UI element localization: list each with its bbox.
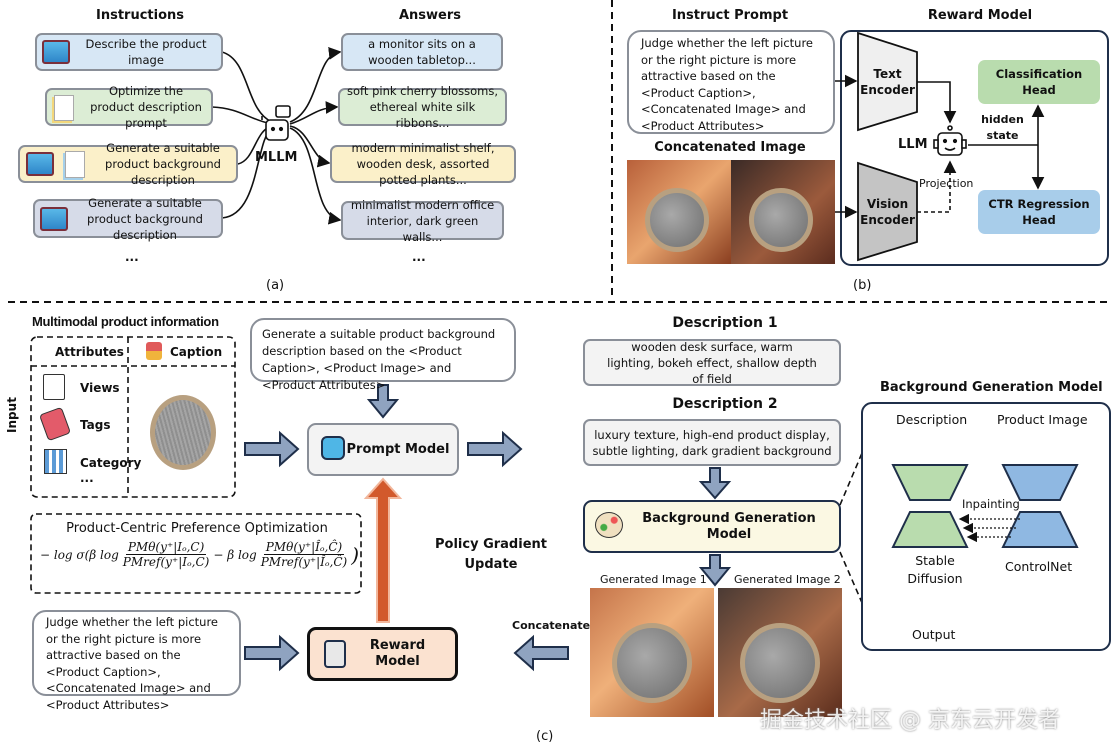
concatenate-label: Concatenate bbox=[512, 619, 591, 632]
instruction-item: Generate a suitable product background d… bbox=[18, 141, 238, 187]
reward-model-title: Reward Model bbox=[927, 8, 1033, 23]
answer-item: minimalist modern office interior, dark … bbox=[341, 198, 504, 244]
robot-icon bbox=[321, 436, 345, 460]
policy-update-label: Policy Gradient Update bbox=[435, 537, 547, 572]
reward-model-frame bbox=[840, 30, 1109, 266]
magnifier-document-icon bbox=[43, 374, 65, 400]
vision-encoder-shape bbox=[857, 161, 918, 262]
generated-image-1 bbox=[590, 588, 714, 717]
palette-icon bbox=[595, 512, 623, 538]
multimodal-title: Multimodal product information bbox=[32, 314, 219, 329]
concatenated-image-title: Concatenated Image bbox=[654, 140, 806, 155]
bgm-detail-title: Background Generation Model bbox=[880, 380, 1103, 395]
text-encoder-shape bbox=[857, 31, 918, 132]
llm-label: LLM bbox=[898, 137, 928, 152]
prompt-model-box: Prompt Model bbox=[307, 423, 459, 476]
generated-image-2 bbox=[718, 588, 842, 717]
answers-title: Answers bbox=[398, 8, 462, 23]
description-1-title: Description 1 bbox=[672, 315, 778, 331]
instructions-ellipsis: ... bbox=[125, 250, 139, 264]
attribute-tags: Tags bbox=[80, 418, 111, 432]
grid-icon bbox=[44, 449, 67, 474]
caption-icon bbox=[146, 342, 162, 360]
ctr-regression-head: CTR Regression Head bbox=[978, 190, 1100, 234]
document-icon bbox=[65, 151, 85, 178]
description-1-box: wooden desk surface, warm lighting, boke… bbox=[583, 339, 841, 386]
mllm-label: MLLM bbox=[255, 150, 298, 165]
image-icon bbox=[26, 152, 54, 176]
inpainting-label: Inpainting bbox=[962, 497, 1020, 511]
attribute-category: Category bbox=[80, 456, 142, 470]
caption-a: (a) bbox=[266, 278, 285, 293]
description-2-box: luxury texture, high-end product display… bbox=[583, 419, 841, 466]
bgm-detail-frame bbox=[861, 402, 1111, 651]
llm-robot-icon bbox=[933, 125, 967, 156]
watermark: 掘金技术社区 @ 京东云开发者 bbox=[760, 708, 1060, 733]
controlnet-label: ControlNet bbox=[1005, 559, 1073, 574]
answer-item: soft pink cherry blossoms, ethereal whit… bbox=[338, 84, 507, 130]
attributes-header: Attributes bbox=[55, 345, 124, 359]
mllm-robot-icon bbox=[261, 105, 291, 141]
instructions-title: Instructions bbox=[95, 8, 184, 23]
answer-item: modern minimalist shelf, wooden desk, as… bbox=[330, 141, 516, 187]
stable-diffusion-shape bbox=[891, 464, 969, 548]
hidden-state-label: hidden state bbox=[981, 113, 1024, 142]
output-label: Output bbox=[912, 627, 956, 642]
caption-c: (c) bbox=[536, 729, 554, 744]
stable-diffusion-label: Stable Diffusion bbox=[907, 553, 963, 586]
background-generation-model-box: Background Generation Model bbox=[583, 500, 841, 553]
bgm-description-label: Description bbox=[896, 412, 968, 427]
reward-model-box: Reward Model bbox=[307, 627, 458, 681]
instruction-item: Generate a suitable product background d… bbox=[33, 196, 223, 242]
classification-head: Classification Head bbox=[978, 60, 1100, 104]
image-icon bbox=[40, 207, 68, 231]
multimodal-frame bbox=[30, 336, 236, 498]
vision-encoder-label: Vision Encoder bbox=[860, 197, 915, 227]
text-encoder-label: Text Encoder bbox=[860, 67, 915, 97]
controlnet-shape bbox=[1001, 464, 1079, 548]
answers-ellipsis: ... bbox=[412, 250, 426, 264]
caption-b: (b) bbox=[853, 278, 872, 293]
instruct-prompt-box: Judge whether the left picture or the ri… bbox=[627, 30, 835, 134]
image-icon bbox=[42, 40, 70, 64]
pcpo-formula: − log σ(β log PMθ(y⁺|Iₒ,C)PMref(y⁺|Iₒ,C)… bbox=[40, 540, 360, 569]
bgm-product-image-label: Product Image bbox=[997, 412, 1088, 427]
projection-label: Projection bbox=[919, 177, 974, 190]
instruct-prompt-title: Instruct Prompt bbox=[671, 8, 789, 23]
answer-item: a monitor sits on a wooden tabletop... bbox=[341, 33, 503, 71]
product-image bbox=[150, 395, 216, 470]
instruction-item: Describe the product image bbox=[35, 33, 223, 71]
attributes-more: ... bbox=[80, 471, 94, 485]
pcpo-title: Product-Centric Preference Optimization bbox=[66, 521, 328, 536]
policy-gradient-arrow bbox=[363, 477, 403, 623]
generated-image-2-label: Generated Image 2 bbox=[734, 573, 841, 586]
generated-image-1-label: Generated Image 1 bbox=[600, 573, 707, 586]
input-label: Input bbox=[4, 397, 19, 433]
attribute-views: Views bbox=[80, 381, 120, 395]
robot-icon bbox=[324, 640, 346, 668]
concatenated-image-left bbox=[627, 160, 731, 264]
description-2-title: Description 2 bbox=[672, 396, 778, 412]
pcpo-frame bbox=[30, 513, 362, 594]
caption-header: Caption bbox=[170, 345, 223, 359]
prompt-instruction-box: Generate a suitable product background d… bbox=[250, 318, 516, 392]
judge-prompt-box: Judge whether the left picture or the ri… bbox=[32, 610, 241, 712]
concatenated-image-right bbox=[731, 160, 835, 264]
document-icon bbox=[54, 95, 74, 121]
instruction-item: Optimize the product description prompt bbox=[45, 84, 213, 130]
